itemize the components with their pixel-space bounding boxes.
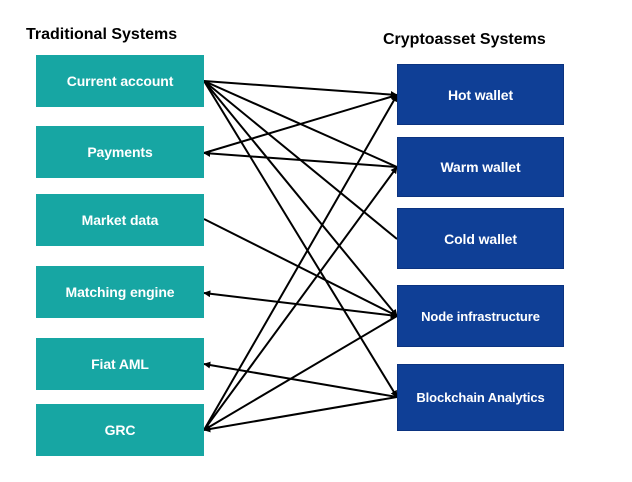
connector-payments-to-hot-wallet: [203, 93, 398, 154]
box-node-infrastructure: Node infrastructure: [397, 285, 564, 347]
traditional-systems-title: Traditional Systems: [26, 26, 178, 43]
box-market-data: Market data: [36, 194, 204, 246]
connector-blockchain-analytics-to-fiat-aml: [203, 361, 398, 398]
box-blockchain-analytics: Blockchain Analytics: [397, 364, 564, 431]
connector-current-account-to-node-infrastructure: [203, 80, 398, 317]
box-matching-engine: Matching engine: [36, 266, 204, 318]
box-hot-wallet: Hot wallet: [397, 64, 564, 125]
box-label: Blockchain Analytics: [416, 390, 545, 405]
box-label: Cold wallet: [444, 230, 517, 247]
box-label: Matching engine: [65, 284, 175, 300]
box-label: GRC: [104, 422, 136, 438]
box-cold-wallet: Cold wallet: [397, 208, 564, 269]
box-label: Hot wallet: [447, 86, 514, 103]
box-label: Warm wallet: [440, 159, 521, 175]
box-label: Payments: [87, 144, 153, 160]
box-label: Market data: [81, 212, 159, 228]
cryptoasset-systems-title: Cryptoasset Systems: [383, 31, 546, 48]
connector-current-account-to-hot-wallet: [203, 80, 398, 99]
box-fiat-aml: Fiat AML: [36, 338, 204, 390]
connector-grc-to-hot-wallet: [203, 94, 398, 431]
connector-node-infrastructure-to-grc: [203, 315, 398, 431]
connector-blockchain-analytics-to-grc: [203, 396, 398, 433]
connector-market-data-to-node-infrastructure: [203, 218, 398, 317]
box-label: Node infrastructure: [421, 308, 540, 324]
connector-node-infrastructure-to-matching-engine: [203, 290, 398, 319]
box-warm-wallet: Warm wallet: [397, 137, 564, 197]
connector-grc-to-warm-wallet: [203, 166, 398, 431]
box-current-account: Current account: [36, 55, 204, 107]
connector-current-account-to-blockchain-analytics: [203, 80, 398, 398]
box-label: Current account: [66, 73, 174, 89]
box-grc: GRC: [36, 404, 204, 456]
box-label: Fiat AML: [91, 356, 149, 372]
box-payments: Payments: [36, 126, 204, 178]
connector-warm-wallet-to-payments: [203, 149, 398, 168]
